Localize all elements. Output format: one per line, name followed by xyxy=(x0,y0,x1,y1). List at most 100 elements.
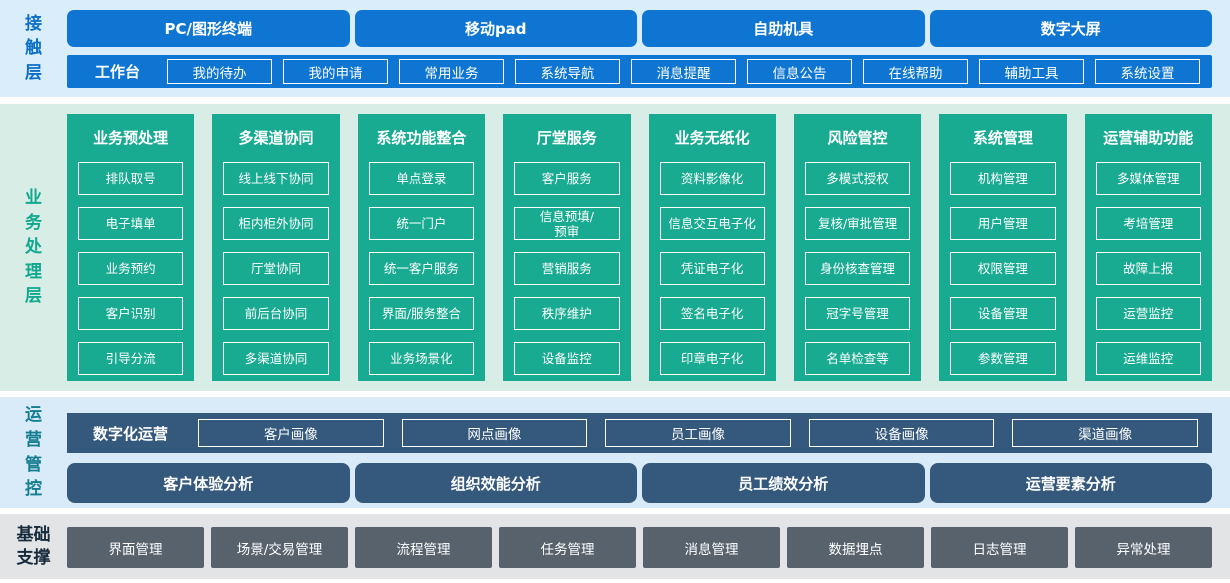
base-module: 流程管理 xyxy=(355,527,492,568)
workbench-label: 工作台 xyxy=(95,63,141,81)
base-layer-label: 基础支撑 xyxy=(16,525,51,568)
business-item: 考培管理 xyxy=(1095,207,1201,240)
column-title: 风险管控 xyxy=(827,129,888,147)
column-items: 线上线下协同 柜内柜外协同 厅堂协同 前后台协同 多渠道协同 xyxy=(223,162,329,375)
workbench-item: 我的申请 xyxy=(283,59,389,84)
business-item: 凭证电子化 xyxy=(659,252,765,285)
business-item: 单点登录 xyxy=(368,162,475,195)
column-title: 厅堂服务 xyxy=(536,129,597,147)
business-column-risk-control: 风险管控 多模式授权 复核/审批管理 身份核查管理 冠字号管理 名单检查等 xyxy=(793,114,922,381)
analysis-block: 组织效能分析 xyxy=(354,463,637,503)
business-item: 运营监控 xyxy=(1095,297,1201,330)
business-layer-label-zone: 业务处理层 xyxy=(0,104,67,391)
terminal-block: PC/图形终端 xyxy=(67,10,350,47)
analysis-row: 客户体验分析 组织效能分析 员工绩效分析 运营要素分析 xyxy=(67,463,1212,503)
workbench-item: 消息提醒 xyxy=(631,59,737,84)
business-item: 多模式授权 xyxy=(804,162,911,195)
digital-profile-item: 设备画像 xyxy=(808,419,995,447)
business-column-paperless: 业务无纸化 资料影像化 信息交互电子化 凭证电子化 签名电子化 印章电子化 xyxy=(648,114,776,381)
business-column-hall-service: 厅堂服务 客户服务 信息预填/ 预审 营销服务 秩序维护 设备监控 xyxy=(503,114,631,381)
business-item: 厅堂协同 xyxy=(223,252,329,285)
base-module: 场景/交易管理 xyxy=(211,527,348,568)
digital-profile-item: 客户画像 xyxy=(198,419,384,447)
contact-layer-band: 接触层 PC/图形终端 移动pad 自助机具 数字大屏 工作台 我的待办 我的申… xyxy=(0,0,1230,97)
workbench-item: 辅助工具 xyxy=(979,59,1085,84)
base-module: 异常处理 xyxy=(1075,527,1212,568)
workbench-item: 系统导航 xyxy=(515,59,621,84)
analysis-block: 客户体验分析 xyxy=(67,463,350,503)
business-item: 业务场景化 xyxy=(368,342,475,375)
base-layer-label-zone: 基础支撑 xyxy=(0,514,67,579)
digital-operation-label: 数字化运营 xyxy=(93,424,169,443)
business-layer-band: 业务处理层 业务预处理 排队取号 电子填单 业务预约 客户识别 引导分流 xyxy=(0,104,1230,391)
business-item: 客户服务 xyxy=(514,162,620,195)
business-item: 柜内柜外协同 xyxy=(223,207,329,240)
base-module: 日志管理 xyxy=(931,527,1068,568)
base-row: 界面管理 场景/交易管理 流程管理 任务管理 消息管理 数据埋点 日志管理 异常… xyxy=(67,527,1212,568)
business-item: 排队取号 xyxy=(78,162,184,195)
business-item: 故障上报 xyxy=(1095,252,1201,285)
terminal-block: 自助机具 xyxy=(642,10,925,47)
business-item: 参数管理 xyxy=(950,342,1056,375)
business-item: 统一门户 xyxy=(368,207,475,240)
column-title: 业务无纸化 xyxy=(674,129,750,147)
business-column-pre-processing: 业务预处理 排队取号 电子填单 业务预约 客户识别 引导分流 xyxy=(67,114,195,381)
business-column-ops-auxiliary: 运营辅助功能 多媒体管理 考培管理 故障上报 运营监控 运维监控 xyxy=(1084,114,1212,381)
column-title: 多渠道协同 xyxy=(238,129,314,147)
column-items: 排队取号 电子填单 业务预约 客户识别 引导分流 xyxy=(78,162,184,375)
business-item: 界面/服务整合 xyxy=(368,297,475,330)
business-item: 引导分流 xyxy=(78,342,184,375)
base-module: 界面管理 xyxy=(67,527,204,568)
business-item: 设备监控 xyxy=(514,342,620,375)
business-item: 电子填单 xyxy=(78,207,184,240)
digital-profile-item: 员工画像 xyxy=(605,419,791,447)
business-item: 名单检查等 xyxy=(804,342,911,375)
business-item: 身份核查管理 xyxy=(804,252,911,285)
base-module: 数据埋点 xyxy=(787,527,924,568)
workbench-item: 在线帮助 xyxy=(863,59,969,84)
business-item: 线上线下协同 xyxy=(223,162,329,195)
column-items: 客户服务 信息预填/ 预审 营销服务 秩序维护 设备监控 xyxy=(514,162,620,375)
business-item: 前后台协同 xyxy=(223,297,329,330)
ops-layer-label: 运营管控 xyxy=(25,405,42,500)
business-column-multi-channel: 多渠道协同 线上线下协同 柜内柜外协同 厅堂协同 前后台协同 多渠道协同 xyxy=(212,114,340,381)
digital-profile-item: 渠道画像 xyxy=(1012,419,1198,447)
terminal-block: 数字大屏 xyxy=(929,10,1212,47)
business-item: 设备管理 xyxy=(950,297,1056,330)
digital-operation-bar: 数字化运营 客户画像 网点画像 员工画像 设备画像 渠道画像 xyxy=(67,413,1212,453)
contact-layer-label-zone: 接触层 xyxy=(0,0,67,97)
business-item: 冠字号管理 xyxy=(804,297,911,330)
workbench-item: 我的待办 xyxy=(167,59,273,84)
business-item: 营销服务 xyxy=(514,252,620,285)
business-item: 信息预填/ 预审 xyxy=(514,207,620,240)
column-items: 资料影像化 信息交互电子化 凭证电子化 签名电子化 印章电子化 xyxy=(659,162,765,375)
workbench-item: 常用业务 xyxy=(399,59,505,84)
business-item: 运维监控 xyxy=(1095,342,1201,375)
terminal-block: 移动pad xyxy=(354,10,637,47)
ops-layer-label-zone: 运营管控 xyxy=(0,397,67,508)
business-item: 统一客户服务 xyxy=(368,252,475,285)
business-item: 业务预约 xyxy=(78,252,184,285)
column-items: 单点登录 统一门户 统一客户服务 界面/服务整合 业务场景化 xyxy=(368,162,475,375)
column-title: 运营辅助功能 xyxy=(1103,129,1194,147)
workbench-bar: 工作台 我的待办 我的申请 常用业务 系统导航 消息提醒 信息公告 在线帮助 辅… xyxy=(67,55,1212,88)
business-columns: 业务预处理 排队取号 电子填单 业务预约 客户识别 引导分流 多渠 xyxy=(67,114,1212,381)
column-title: 系统管理 xyxy=(972,129,1033,147)
column-title: 系统功能整合 xyxy=(376,129,467,147)
digital-profile-item: 网点画像 xyxy=(401,419,588,447)
business-item: 多媒体管理 xyxy=(1095,162,1201,195)
business-item: 用户管理 xyxy=(950,207,1056,240)
business-item: 多渠道协同 xyxy=(223,342,329,375)
base-module: 消息管理 xyxy=(643,527,780,568)
workbench-item: 系统设置 xyxy=(1095,59,1201,84)
column-items: 多媒体管理 考培管理 故障上报 运营监控 运维监控 xyxy=(1095,162,1201,375)
analysis-block: 员工绩效分析 xyxy=(642,463,925,503)
column-items: 机构管理 用户管理 权限管理 设备管理 参数管理 xyxy=(950,162,1056,375)
business-item: 复核/审批管理 xyxy=(804,207,911,240)
business-layer-label: 业务处理层 xyxy=(25,187,42,307)
terminal-row: PC/图形终端 移动pad 自助机具 数字大屏 xyxy=(67,10,1212,47)
base-module: 任务管理 xyxy=(499,527,636,568)
business-item: 秩序维护 xyxy=(514,297,620,330)
column-title: 业务预处理 xyxy=(93,129,169,147)
business-item: 权限管理 xyxy=(950,252,1056,285)
